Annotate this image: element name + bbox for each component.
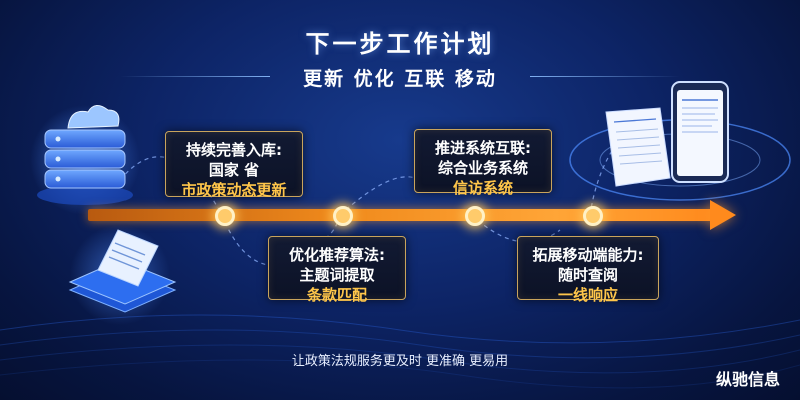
plan-card-integration: 推进系统互联: 综合业务系统 信访系统: [414, 129, 552, 197]
timeline-node-2: [333, 206, 353, 226]
paper-document-icon: [605, 107, 671, 187]
card-highlight: 条款匹配: [306, 286, 367, 304]
plan-card-storage: 持续完善入库: 国家 省 市政策动态更新: [165, 131, 303, 199]
card-line: 国家 省: [208, 161, 260, 179]
subtitle-divider-left: [120, 76, 270, 77]
card-title: 拓展移动端能力:: [532, 246, 644, 264]
card-highlight: 市政策动态更新: [181, 181, 287, 199]
card-highlight: 一线响应: [557, 286, 618, 304]
card-title: 推进系统互联:: [435, 139, 531, 157]
arrow-head-icon: [710, 200, 736, 230]
card-line: 随时查阅: [557, 266, 618, 284]
plan-card-mobile: 拓展移动端能力: 随时查阅 一线响应: [517, 236, 659, 304]
brand-logo-text: 纵驰信息: [715, 370, 780, 389]
card-highlight: 信访系统: [452, 179, 513, 197]
card-line: 综合业务系统: [437, 159, 528, 177]
timeline-node-3: [465, 206, 485, 226]
page-title: 下一步工作计划: [305, 30, 495, 58]
card-title: 持续完善入库:: [186, 141, 282, 159]
smartphone-icon: [569, 81, 791, 201]
card-title: 优化推荐算法:: [289, 246, 385, 264]
card-line: 主题词提取: [299, 266, 375, 284]
page-subtitle: 更新 优化 互联 移动: [303, 68, 497, 90]
plan-card-algorithm: 优化推荐算法: 主题词提取 条款匹配: [268, 236, 406, 304]
wave-dots: [0, 314, 800, 389]
subtitle-divider-right: [530, 76, 680, 77]
timeline-node-4: [583, 206, 603, 226]
document-stack-icon: [68, 225, 177, 325]
database-icon: [30, 105, 140, 215]
footer-slogan: 让政策法规服务更及时 更准确 更易用: [291, 354, 509, 369]
timeline-node-1: [215, 206, 235, 226]
timeline-arrow: [88, 209, 713, 221]
